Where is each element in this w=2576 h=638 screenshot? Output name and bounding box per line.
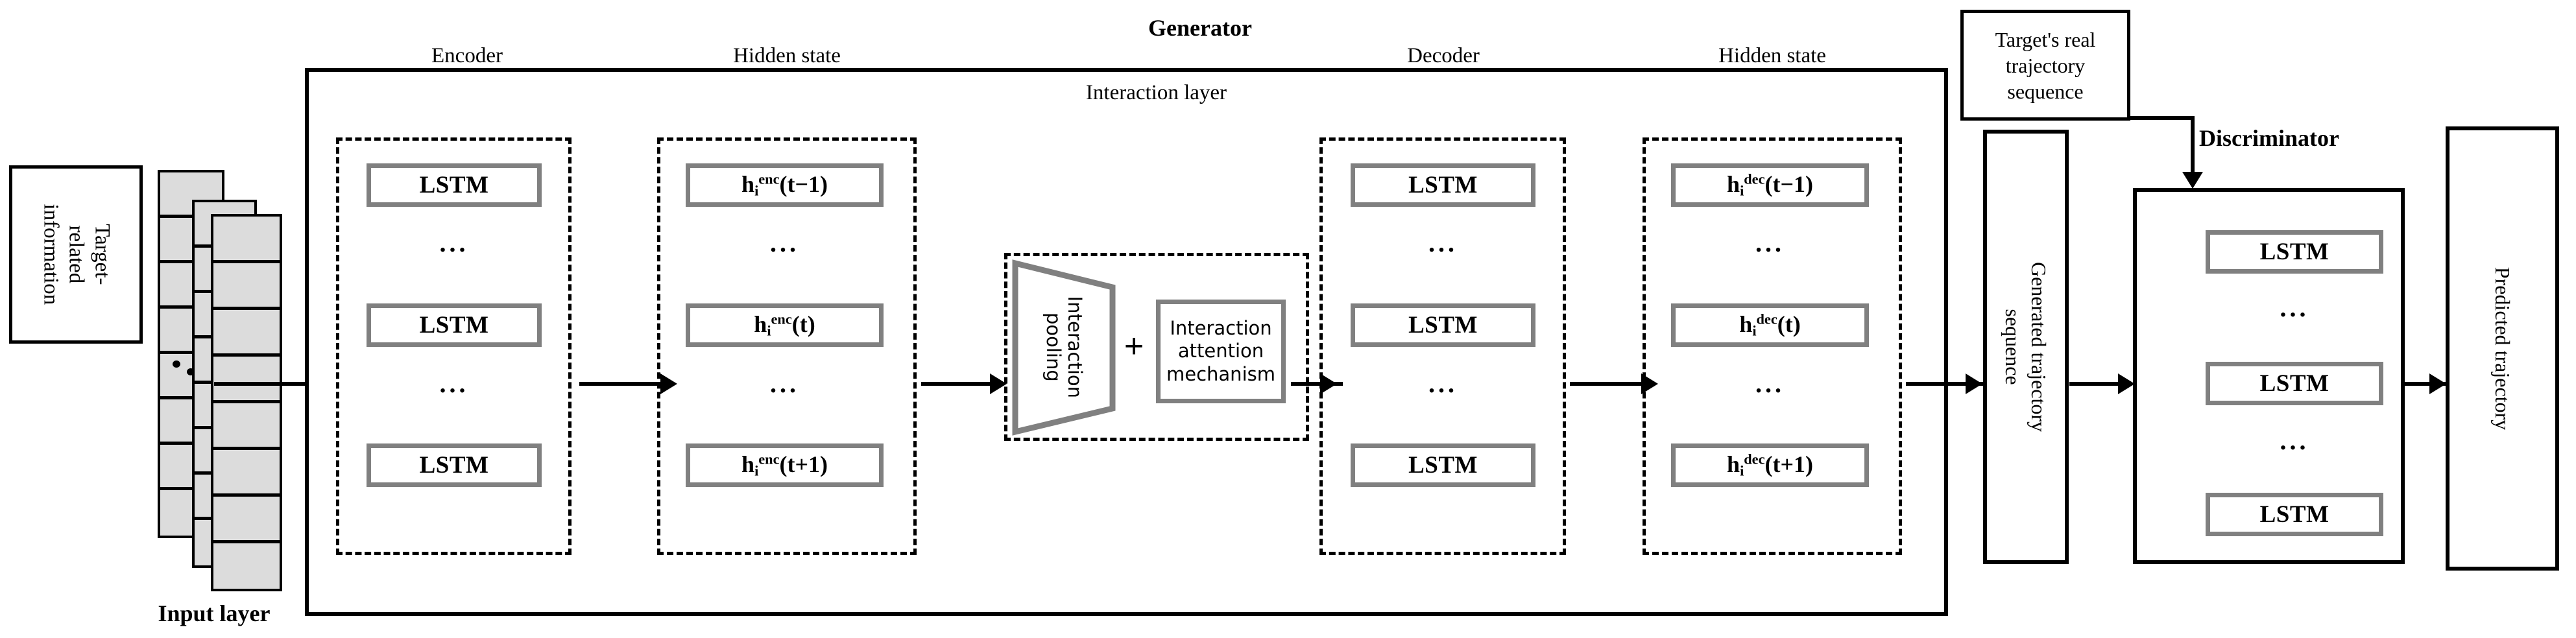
interaction-attention-box: Interaction attention mechanism: [1156, 300, 1286, 403]
encoder-lstm-2: LSTM: [367, 443, 542, 487]
input-cell: [211, 214, 282, 263]
input-ellipsis-dot: [173, 360, 180, 368]
generated-trajectory-line1: Generated trajectory: [2027, 261, 2051, 432]
generator-title: Generator: [1148, 15, 1252, 41]
decoder-lstm-1: LSTM: [1351, 303, 1535, 347]
input-layer-label: Input layer: [158, 600, 271, 626]
arrow-input-to-generator: [214, 382, 318, 386]
generated-trajectory-rot: Generated trajectory sequence: [1987, 134, 2065, 560]
hidden-state-dec-ellipsis-1: ...: [1755, 369, 1785, 398]
hidden-state-enc-item-1: hienc(t): [686, 303, 884, 347]
discriminator-ellipsis-0: ...: [2280, 293, 2309, 322]
hidden-state-dec-label-1: hidec(t): [1739, 311, 1801, 339]
target-real-trajectory-line2: trajectory: [2005, 53, 2086, 77]
discriminator-title: Discriminator: [2199, 125, 2339, 151]
hidden-state-dec-ellipsis-0: ...: [1755, 228, 1785, 257]
interaction-layer-group: [1004, 253, 1309, 441]
hidden-state-dec-item-0: hidec(t−1): [1671, 163, 1869, 207]
arrow-decoder-to-hidden-dec: [1570, 382, 1644, 386]
hidden-state-dec-item-1: hidec(t): [1671, 303, 1869, 347]
target-related-information-box: Target- related information: [9, 165, 143, 344]
hidden-state-dec-label-2: hidec(t+1): [1727, 451, 1813, 479]
hidden-state-enc-group: [657, 137, 917, 555]
target-info-line2: related: [64, 225, 88, 284]
arrow-generated-seq-to-discriminator: [2069, 382, 2131, 386]
hidden-state-dec-group: [1643, 137, 1902, 555]
arrow-hidden-enc-to-interaction-head: [990, 373, 1007, 394]
connector-real-traj-horizontal: [2128, 116, 2195, 120]
input-cell: [211, 307, 282, 356]
encoder-ellipsis-0: ...: [439, 228, 469, 257]
interaction-layer-title: Interaction layer: [1085, 81, 1227, 104]
hidden-state-dec-title: Hidden state: [1718, 44, 1826, 67]
encoder-lstm-0: LSTM: [367, 163, 542, 207]
interaction-plus-sign: +: [1124, 327, 1144, 365]
arrow-hidden-enc-to-interaction: [921, 382, 993, 386]
input-cell: [211, 541, 282, 591]
input-cell: [211, 494, 282, 543]
hidden-state-enc-label-0: hienc(t−1): [741, 171, 828, 199]
arrow-encoder-to-hidden-enc-head: [660, 373, 677, 394]
hidden-state-dec-item-2: hidec(t+1): [1671, 443, 1869, 487]
arrow-generator-to-generated-seq-head: [1966, 373, 1982, 394]
target-real-trajectory-line3: sequence: [2007, 79, 2084, 103]
input-cell: [211, 401, 282, 449]
interaction-attention-line3: mechanism: [1166, 362, 1275, 385]
arrow-discriminator-to-predicted-head: [2429, 373, 2446, 394]
interaction-pooling-label-wrap: Interaction pooling: [1012, 259, 1116, 434]
hidden-state-enc-item-2: hienc(t+1): [686, 443, 884, 487]
arrow-interaction-to-decoder: [1291, 382, 1343, 386]
input-cell: [158, 170, 224, 217]
interaction-pooling-line1: Interaction: [1064, 296, 1087, 398]
connector-real-traj-vertical: [2191, 116, 2195, 174]
arrow-encoder-to-hidden-enc: [579, 382, 664, 386]
discriminator-ellipsis-1: ...: [2280, 426, 2309, 455]
hidden-state-enc-ellipsis-0: ...: [770, 228, 799, 257]
decoder-title: Decoder: [1407, 44, 1480, 67]
target-related-information-rot: Target- related information: [12, 169, 139, 340]
interaction-pooling-shape: [1012, 259, 1116, 436]
hidden-state-enc-label-2: hienc(t+1): [741, 451, 828, 479]
input-cell: [211, 261, 282, 309]
predicted-trajectory-label: Predicted trajectory: [2491, 266, 2514, 431]
hidden-state-enc-label-1: hienc(t): [754, 311, 815, 339]
input-ellipsis-dot: [187, 368, 195, 375]
target-info-line1: Target-: [90, 224, 114, 285]
input-cell: [211, 354, 282, 403]
input-cell: [211, 447, 282, 496]
discriminator-lstm-2: LSTM: [2206, 493, 2383, 536]
decoder-lstm-2: LSTM: [1351, 443, 1535, 487]
decoder-ellipsis-1: ...: [1428, 369, 1458, 398]
encoder-title: Encoder: [431, 44, 503, 67]
hidden-state-enc-title: Hidden state: [733, 44, 841, 67]
hidden-state-enc-item-0: hienc(t−1): [686, 163, 884, 207]
discriminator-lstm-0: LSTM: [2206, 230, 2383, 274]
generated-trajectory-line2: sequence: [2001, 309, 2025, 385]
hidden-state-dec-label-0: hidec(t−1): [1727, 171, 1813, 199]
discriminator-lstm-1: LSTM: [2206, 362, 2383, 405]
encoder-lstm-1: LSTM: [367, 303, 542, 347]
predicted-trajectory-box: Predicted trajectory: [2446, 126, 2559, 571]
arrow-generated-seq-to-discriminator-head: [2118, 373, 2135, 394]
encoder-ellipsis-1: ...: [439, 369, 469, 398]
interaction-pooling-line2: pooling: [1042, 312, 1065, 382]
encoder-group: [336, 137, 572, 555]
generated-trajectory-sequence-box: Generated trajectory sequence: [1983, 130, 2069, 564]
decoder-group: [1319, 137, 1566, 555]
arrow-generator-to-generated-seq: [1906, 382, 2000, 386]
target-info-line3: information: [39, 204, 63, 305]
target-real-trajectory-box: Target's real trajectory sequence: [1960, 10, 2130, 121]
hidden-state-enc-ellipsis-1: ...: [770, 369, 799, 398]
target-real-trajectory-line1: Target's real: [1995, 27, 2096, 51]
connector-real-traj-arrowhead: [2182, 172, 2203, 189]
predicted-trajectory-rot: Predicted trajectory: [2450, 130, 2555, 567]
input-layer-grid-front: [211, 214, 282, 593]
interaction-attention-line2: attention: [1177, 340, 1264, 362]
arrow-interaction-to-decoder-head: [1320, 373, 1337, 394]
decoder-lstm-0: LSTM: [1351, 163, 1535, 207]
interaction-attention-line1: Interaction: [1170, 316, 1272, 339]
decoder-ellipsis-0: ...: [1428, 228, 1458, 257]
